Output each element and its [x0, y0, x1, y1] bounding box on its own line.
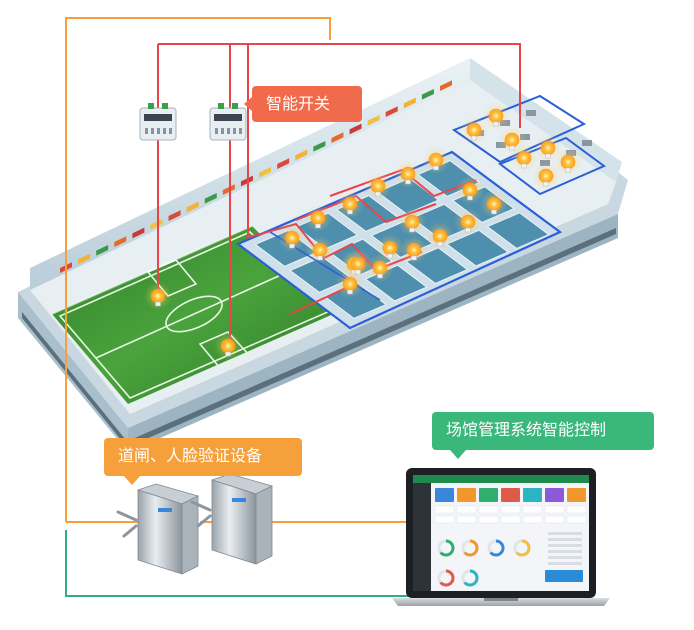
smart-switch-module-icon	[209, 103, 247, 141]
red-connection-line	[158, 43, 521, 128]
wall-banner	[150, 218, 163, 230]
turnstile-gate-icon	[116, 483, 200, 575]
smart-switch-module-icon	[139, 103, 177, 141]
window-strip-right	[130, 228, 616, 446]
light-bulb-icon	[426, 222, 454, 250]
light-bulb-icon	[398, 208, 426, 236]
orange-connection-line	[65, 17, 331, 522]
laptop-base	[392, 598, 610, 606]
wall-banner	[403, 97, 416, 109]
wall-banners	[60, 80, 452, 273]
window-strip-left	[22, 312, 126, 446]
wall-banner	[331, 132, 344, 143]
turnstile-gate-icon	[190, 473, 274, 565]
wall-banner	[313, 140, 326, 152]
light-bulb-icon	[554, 148, 582, 176]
light-bulb-icon	[534, 134, 562, 162]
turnstile-gates	[116, 473, 274, 575]
wall-banner	[440, 80, 452, 92]
light-bulb-icon	[366, 254, 394, 282]
light-bulb-icon	[394, 160, 422, 188]
connection-lines	[65, 17, 521, 597]
light-bulb-icon	[422, 146, 450, 174]
desk	[582, 140, 592, 146]
system-callout: 场馆管理系统智能控制	[432, 412, 654, 459]
smart-switch-callout: 智能开关	[244, 86, 362, 122]
wall-banner	[421, 88, 434, 100]
light-bulb-icon	[306, 236, 334, 264]
football-field	[51, 225, 338, 404]
laptop-dashboard-icon	[392, 468, 610, 606]
office-zone-border	[451, 94, 587, 164]
wall-banner	[295, 149, 308, 161]
wall-banner	[385, 106, 398, 117]
light-bulb-icon	[214, 332, 242, 360]
light-bulb-icon	[400, 236, 428, 264]
wall-banner	[240, 175, 253, 187]
light-bulb-icon	[336, 190, 364, 218]
field-grass	[52, 226, 338, 404]
light-bulb-icon	[480, 190, 508, 218]
court	[486, 212, 550, 250]
light-bulb-icon	[304, 204, 332, 232]
green-connection-line	[65, 530, 420, 597]
wall-banner	[367, 114, 380, 126]
light-bulb-icon	[456, 176, 484, 204]
wall-banner	[349, 123, 362, 135]
light-bulb-icon	[460, 116, 488, 144]
light-bulb-icon	[364, 172, 392, 200]
wall-banner	[204, 192, 217, 204]
wall-banner	[277, 158, 290, 169]
light-bulb-icon	[336, 270, 364, 298]
wall-banner	[259, 166, 272, 178]
system-label: 场馆管理系统智能控制	[446, 420, 607, 439]
light-bulb-icon	[482, 102, 510, 130]
light-bulb-icon	[510, 144, 538, 172]
desk	[526, 110, 536, 116]
wall-banner	[186, 201, 199, 213]
wall-banner	[168, 210, 181, 221]
wall-banner	[96, 244, 109, 256]
light-bulb-icon	[344, 250, 372, 278]
gate-face-label: 道闸、人脸验证设备	[118, 446, 263, 465]
wall-banner	[132, 227, 145, 239]
light-bulb-icon	[454, 208, 482, 236]
wall-banner	[114, 236, 127, 247]
smart-switches	[139, 103, 247, 141]
lamps	[144, 102, 582, 360]
light-bulb-icon	[532, 162, 560, 190]
wall-banner	[78, 253, 91, 265]
light-bulb-icon	[144, 282, 172, 310]
light-bulb-icon	[278, 224, 306, 252]
gate-face-callout: 道闸、人脸验证设备	[104, 438, 302, 485]
smart-switch-label: 智能开关	[266, 94, 331, 113]
wall-banner	[222, 184, 235, 195]
